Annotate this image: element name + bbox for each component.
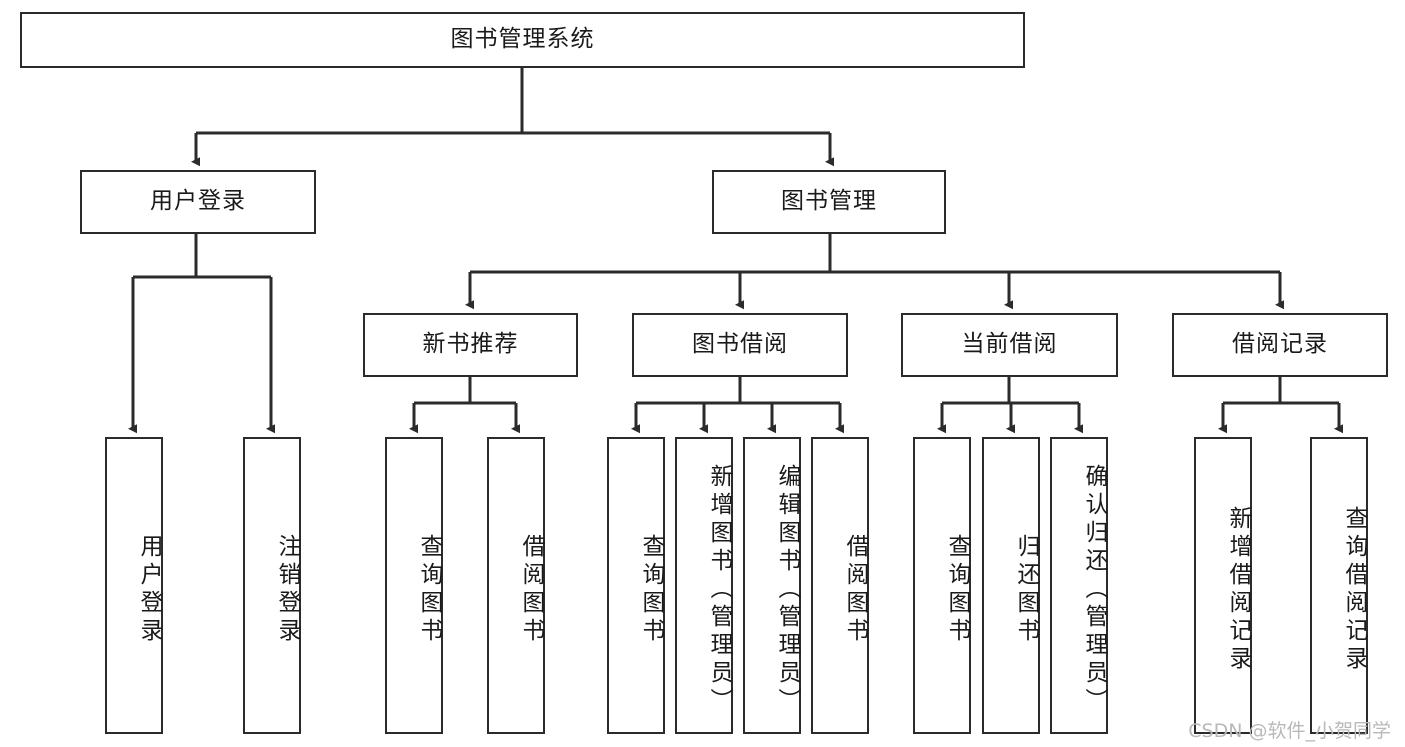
node-label: 借阅图书 (842, 533, 868, 646)
node-label: 新书推荐 (422, 331, 519, 358)
node-label: 查询图书 (638, 533, 664, 646)
node-leaf-add-borrow-record[interactable]: 新增借阅记录 (1194, 437, 1252, 734)
node-label: 图书管理系统 (450, 26, 595, 53)
node-label: 图书管理 (781, 188, 877, 215)
node-label: 借阅图书 (518, 533, 544, 646)
node-leaf-borrow-book-2[interactable]: 借阅图书 (811, 437, 869, 734)
node-leaf-add-book-admin[interactable]: 新增图书（管理员） (675, 437, 733, 734)
node-label: 新增图书（管理员） (706, 463, 732, 716)
node-leaf-edit-book-admin[interactable]: 编辑图书（管理员） (743, 437, 801, 734)
node-book-borrow[interactable]: 图书借阅 (632, 313, 848, 377)
node-label: 归还图书 (1013, 533, 1039, 646)
node-user-login[interactable]: 用户登录 (80, 170, 316, 234)
node-leaf-confirm-return-admin[interactable]: 确认归还（管理员） (1050, 437, 1108, 734)
node-label: 查询借阅记录 (1341, 505, 1367, 674)
node-label: 图书借阅 (692, 331, 788, 358)
node-label: 借阅记录 (1232, 331, 1328, 358)
node-leaf-borrow-book-1[interactable]: 借阅图书 (487, 437, 545, 734)
node-leaf-query-book-2[interactable]: 查询图书 (607, 437, 665, 734)
node-label: 编辑图书（管理员） (774, 463, 800, 716)
node-leaf-return-book[interactable]: 归还图书 (982, 437, 1040, 734)
node-new-book-recommend[interactable]: 新书推荐 (363, 313, 578, 377)
node-leaf-query-book-3[interactable]: 查询图书 (913, 437, 971, 734)
node-leaf-query-book-1[interactable]: 查询图书 (385, 437, 443, 734)
node-label: 确认归还（管理员） (1081, 463, 1107, 716)
node-leaf-query-borrow-record[interactable]: 查询借阅记录 (1310, 437, 1368, 734)
node-book-management[interactable]: 图书管理 (712, 170, 946, 234)
node-leaf-user-login[interactable]: 用户登录 (105, 437, 163, 734)
node-label: 当前借阅 (961, 331, 1058, 358)
node-current-borrow[interactable]: 当前借阅 (901, 313, 1118, 377)
node-borrow-record[interactable]: 借阅记录 (1172, 313, 1388, 377)
node-label: 新增借阅记录 (1225, 505, 1251, 674)
node-leaf-logout[interactable]: 注销登录 (243, 437, 301, 734)
node-label: 用户登录 (136, 533, 162, 646)
node-label: 注销登录 (274, 533, 300, 646)
node-label: 查询图书 (944, 533, 970, 646)
csdn-watermark: CSDN @软件_小贺同学 (1188, 720, 1391, 742)
node-label: 用户登录 (150, 188, 246, 215)
node-label: 查询图书 (416, 533, 442, 646)
node-book-management-system[interactable]: 图书管理系统 (20, 12, 1025, 68)
